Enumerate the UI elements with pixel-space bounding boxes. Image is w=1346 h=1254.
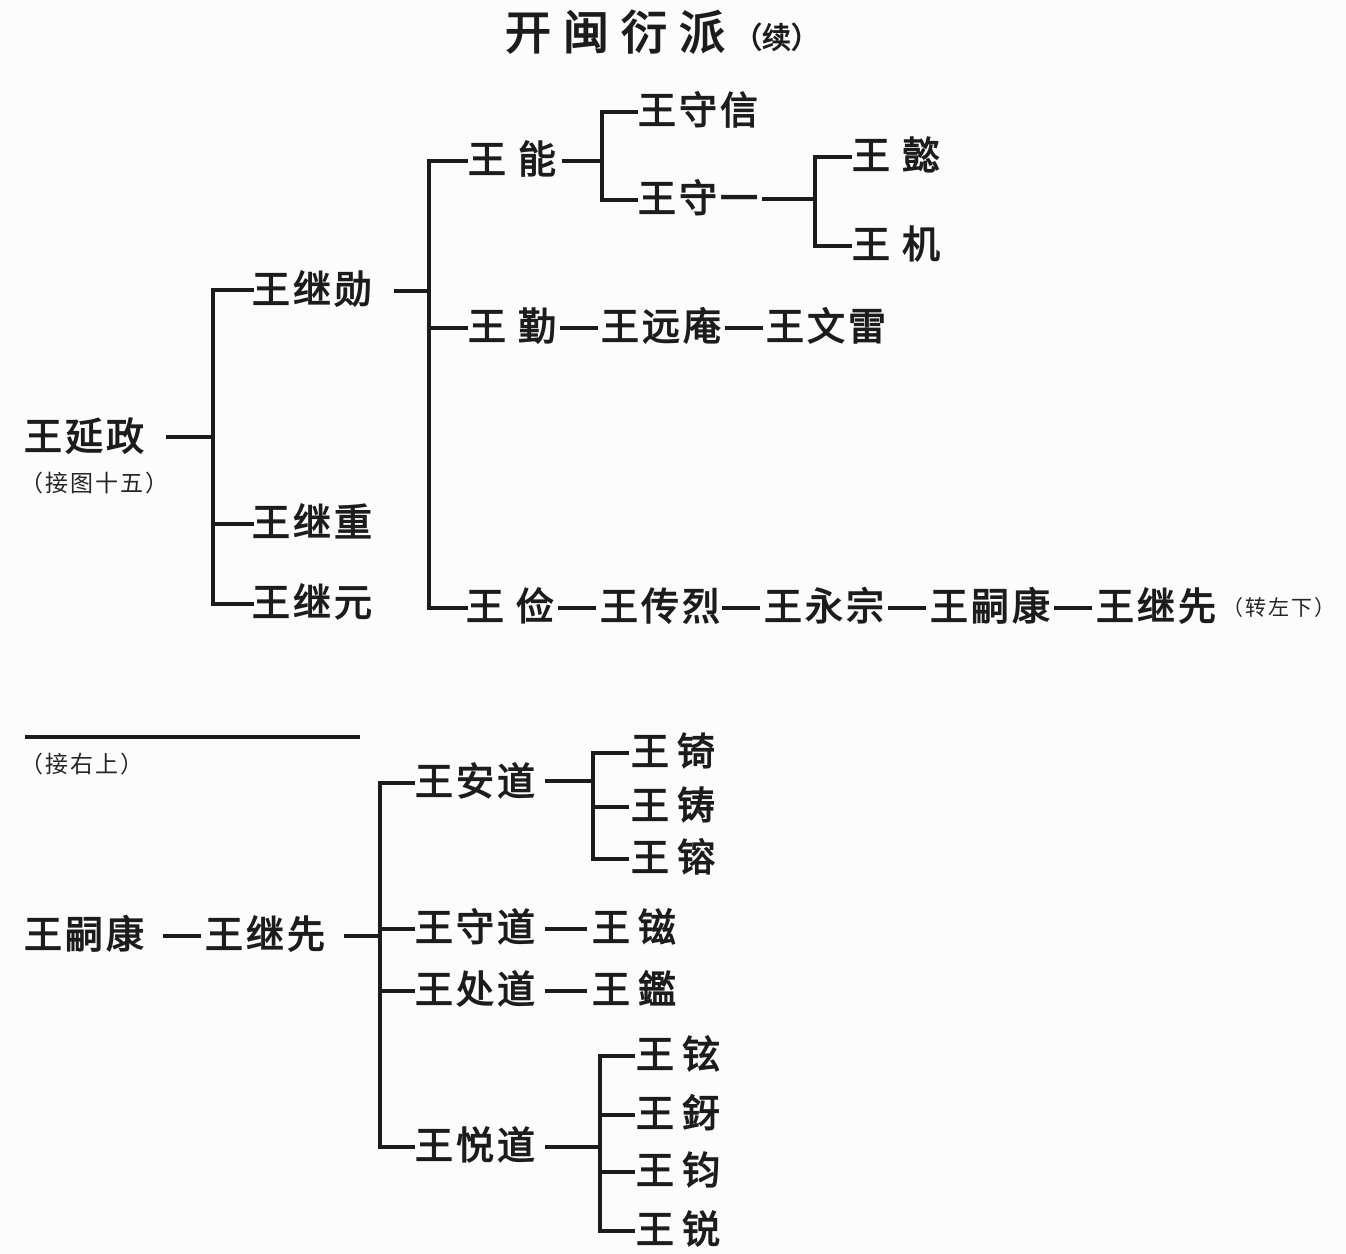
person-wang-rui: 王锐 [636, 1207, 729, 1252]
connector-to-shouyi [602, 198, 638, 202]
connector-chudao-jian2 [545, 989, 587, 993]
bracket-yanzheng-children [211, 288, 215, 606]
person-wang-shoudao: 王守道 [415, 905, 539, 950]
person-wang-yuedao: 王悦道 [415, 1123, 539, 1168]
person-wang-chudao: 王处道 [415, 967, 539, 1012]
person-wang-zhu: 王铸 [631, 783, 724, 828]
connector-to-chudao [380, 989, 415, 993]
connector-to-shoudao [380, 927, 415, 931]
connector-to-rui [600, 1229, 635, 1233]
person-wang-qi2: 王锜 [631, 729, 724, 774]
bracket-neng-children [600, 110, 604, 202]
connector-to-jizhong [213, 522, 254, 526]
connector-to-ya [600, 1113, 635, 1117]
page-title: 开闽衍派 [505, 6, 737, 60]
connector-sikang-jixian-bottom [163, 934, 201, 938]
person-wang-jun: 王钧 [636, 1148, 729, 1193]
continuation-note-from-upper-right: （接右上） [20, 752, 145, 778]
connector-shoudao-zi [545, 927, 587, 931]
person-wang-zi: 王镃 [592, 905, 685, 950]
bracket-jixian-children [378, 781, 382, 1149]
person-wang-sikang-bottom: 王嗣康 [24, 912, 148, 957]
person-wang-jiyuan: 王继元 [252, 580, 376, 625]
connector-andao [545, 779, 591, 783]
connector-jixun [394, 289, 431, 293]
bracket-shouyi-children [813, 155, 817, 248]
person-wang-jian: 王俭 [466, 584, 567, 629]
person-wang-shouxin: 王守信 [638, 88, 762, 133]
person-wang-jian2: 王鑑 [592, 967, 685, 1012]
bracket-yuedao-children [598, 1054, 602, 1233]
connector-to-neng [429, 159, 468, 163]
connector-yanzheng [166, 435, 215, 439]
person-wang-jixian-top: 王继先 [1096, 584, 1220, 629]
person-wang-ji: 王机 [852, 222, 953, 267]
person-wang-jizhong: 王继重 [252, 500, 376, 545]
connector-yuedao [545, 1145, 598, 1149]
connector-to-andao [380, 781, 415, 785]
connector-yuanan-wenlei [725, 326, 763, 330]
continuation-note-to-lower-left: （转左下） [1222, 596, 1337, 620]
bracket-jixun-children [427, 159, 431, 610]
person-wang-neng: 王能 [468, 137, 569, 182]
connector-to-xuan [600, 1054, 635, 1058]
connector-to-yuedao [380, 1145, 415, 1149]
connector-to-jixun [213, 288, 254, 292]
connector-to-rong [593, 857, 629, 861]
connector-to-qin [429, 326, 468, 330]
connector-to-yi [815, 155, 852, 159]
person-wang-yanzheng: 王延政 [24, 414, 148, 459]
connector-to-ji [815, 244, 852, 248]
person-wang-ya: 王釾 [636, 1091, 729, 1136]
connector-jixian [344, 934, 382, 938]
person-wang-shouyi: 王守一 [638, 176, 762, 221]
person-wang-sikang-top: 王嗣康 [930, 584, 1054, 629]
person-wang-qin: 王勤 [468, 304, 569, 349]
connector-to-qi2 [593, 751, 629, 755]
connector-to-jun [600, 1170, 635, 1174]
connector-yongzong-sikang [888, 606, 926, 610]
connector-shouyi [762, 197, 813, 201]
person-wang-yi: 王懿 [852, 133, 953, 178]
connector-jian-chuanlie [558, 606, 596, 610]
person-wang-chuanlie: 王传烈 [600, 584, 724, 629]
connector-qin-yuanan [560, 326, 598, 330]
connector-neng [562, 159, 604, 163]
person-wang-yuanan: 王远庵 [601, 304, 725, 349]
connector-to-shouxin [602, 110, 638, 114]
section-divider-rule [25, 735, 360, 739]
connector-to-jiyuan [213, 602, 254, 606]
person-wang-rong: 王镕 [631, 835, 724, 880]
person-wang-jixian-bottom: 王继先 [205, 912, 329, 957]
connector-chuanlie-yongzong [722, 606, 760, 610]
connector-to-zhu [593, 805, 629, 809]
page-title-suffix: （续） [733, 21, 821, 55]
connector-to-jian [429, 606, 468, 610]
person-wang-jixun: 王继勋 [252, 267, 376, 312]
person-wang-wenlei: 王文雷 [766, 304, 890, 349]
person-wang-yongzong: 王永宗 [764, 584, 888, 629]
person-wang-andao: 王安道 [415, 759, 539, 804]
continuation-note-from-fig15: （接图十五） [20, 471, 170, 497]
person-wang-xuan: 王铉 [636, 1032, 729, 1077]
connector-sikang-jixian [1054, 606, 1092, 610]
